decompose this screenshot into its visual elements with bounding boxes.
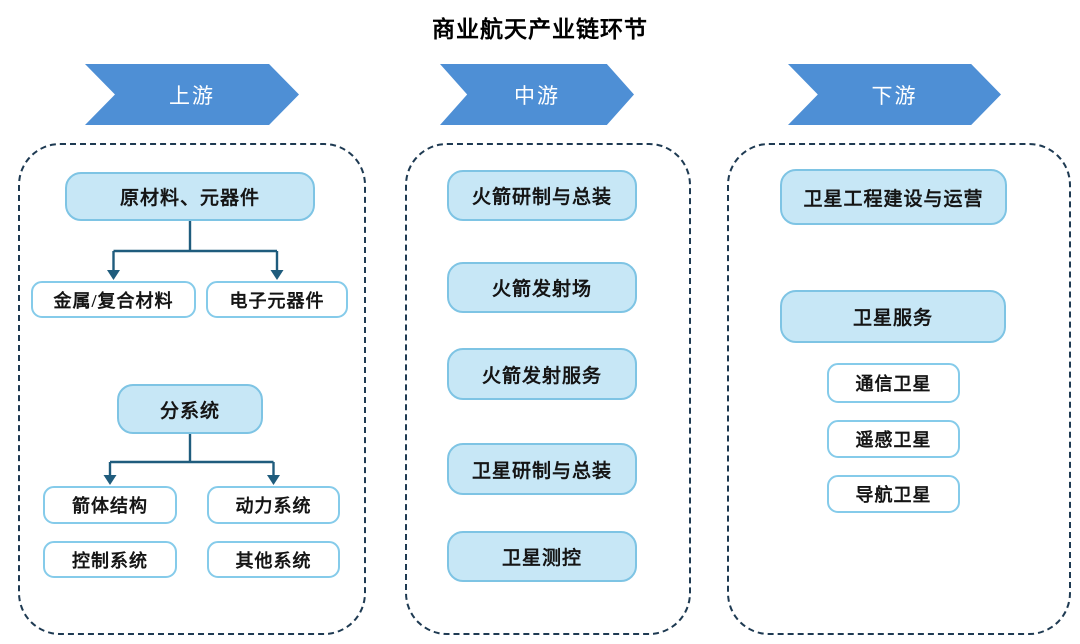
midstream-container xyxy=(405,143,691,635)
node-electronic-components: 电子元器件 xyxy=(206,281,348,318)
node-raw-materials: 原材料、元器件 xyxy=(65,172,315,221)
node-launch-service: 火箭发射服务 xyxy=(447,348,637,400)
node-rocket-body-structure: 箭体结构 xyxy=(43,486,177,524)
stage-arrow-upstream: 上游 xyxy=(85,64,299,125)
upstream-container xyxy=(18,143,366,635)
node-launch-site: 火箭发射场 xyxy=(447,262,637,313)
stage-label-upstream: 上游 xyxy=(169,83,215,108)
node-navigation-satellite: 导航卫星 xyxy=(827,475,960,513)
node-metal-composite: 金属/复合材料 xyxy=(31,281,196,318)
node-other-system: 其他系统 xyxy=(207,541,340,578)
node-control-system: 控制系统 xyxy=(43,541,177,578)
node-subsystem: 分系统 xyxy=(117,384,263,434)
stage-label-midstream: 中游 xyxy=(514,83,560,108)
node-satellite-development: 卫星研制与总装 xyxy=(447,443,637,495)
node-satellite-service: 卫星服务 xyxy=(780,290,1006,343)
downstream-container xyxy=(727,143,1071,635)
node-satellite-ttc: 卫星测控 xyxy=(447,531,637,582)
node-communication-satellite: 通信卫星 xyxy=(827,363,960,403)
node-remote-sensing-satellite: 遥感卫星 xyxy=(827,420,960,458)
node-rocket-development: 火箭研制与总装 xyxy=(447,170,637,221)
node-satellite-engineering: 卫星工程建设与运营 xyxy=(780,169,1007,225)
stage-label-downstream: 下游 xyxy=(871,83,918,108)
stage-arrow-midstream: 中游 xyxy=(440,64,634,125)
node-power-system: 动力系统 xyxy=(207,486,340,524)
diagram-title: 商业航天产业链环节 xyxy=(432,17,648,42)
stage-arrow-downstream: 下游 xyxy=(788,64,1001,125)
